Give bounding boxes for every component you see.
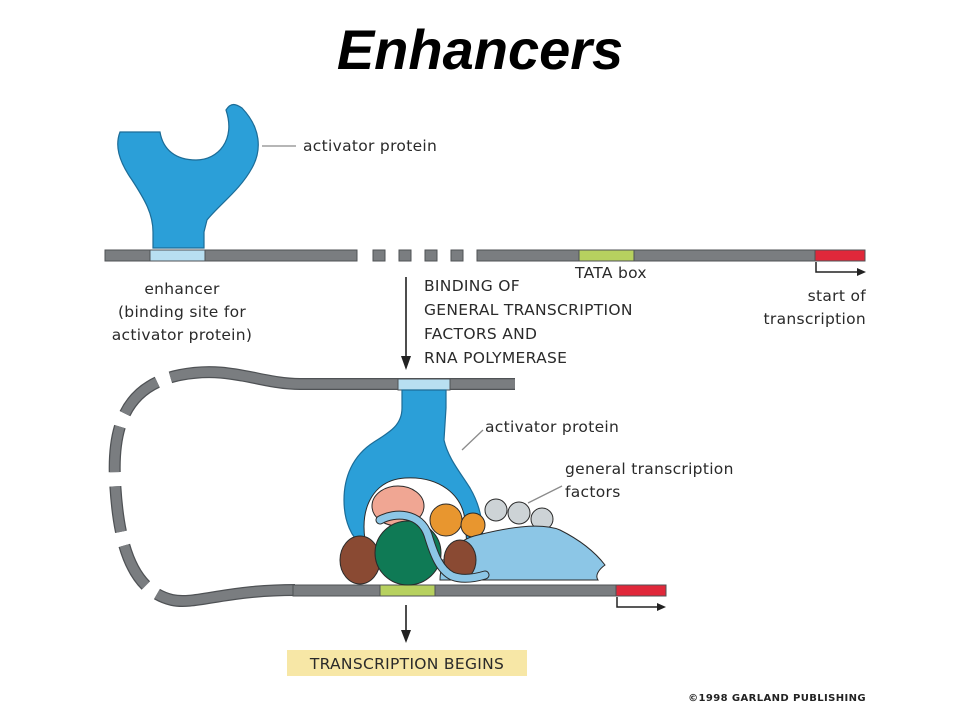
- enhancer-label-2: (binding site for: [118, 303, 246, 321]
- activator-protein-label-top: activator protein: [303, 137, 437, 155]
- gtf-label-2: factors: [565, 483, 621, 501]
- orange-factor-2: [460, 512, 486, 538]
- gtf-ball-2: [507, 501, 531, 525]
- tata-box-label: TATA box: [574, 264, 647, 282]
- binding-label-1: BINDING OF: [424, 277, 520, 295]
- transcription-begins-label: TRANSCRIPTION BEGINS: [309, 655, 504, 673]
- start-label-1: start of: [808, 287, 867, 305]
- binding-label-3: FACTORS AND: [424, 325, 537, 343]
- start-label-2: transcription: [764, 310, 866, 328]
- enhancer-label-1: enhancer: [144, 280, 220, 298]
- binding-label-2: GENERAL TRANSCRIPTION: [424, 301, 633, 319]
- tata-box-site-bottom: [379, 584, 436, 597]
- gtf-label-1: general transcription: [565, 460, 734, 478]
- start-site: [814, 249, 866, 262]
- binding-label-4: RNA POLYMERASE: [424, 349, 567, 367]
- enhancer-site: [149, 249, 206, 262]
- bottom-dna-loop: [108, 366, 515, 607]
- enhancer-site-bottom: [397, 378, 451, 391]
- tata-box-site: [578, 249, 635, 262]
- brown-factor-left: [339, 535, 381, 585]
- copyright-label: ©1998 GARLAND PUBLISHING: [688, 693, 866, 704]
- transcription-begins-banner: [287, 650, 527, 676]
- start-site-bottom: [615, 584, 667, 597]
- top-dna-strand: [104, 249, 816, 262]
- enhancer-label-3: activator protein): [112, 326, 252, 344]
- orange-factor-1: [429, 503, 463, 537]
- activator-protein-top: [117, 103, 259, 249]
- page-title: Enhancers: [336, 18, 624, 81]
- bottom-dna-strand: [292, 584, 617, 597]
- activator-protein-label-bottom: activator protein: [485, 418, 619, 436]
- gtf-ball-1: [484, 498, 508, 522]
